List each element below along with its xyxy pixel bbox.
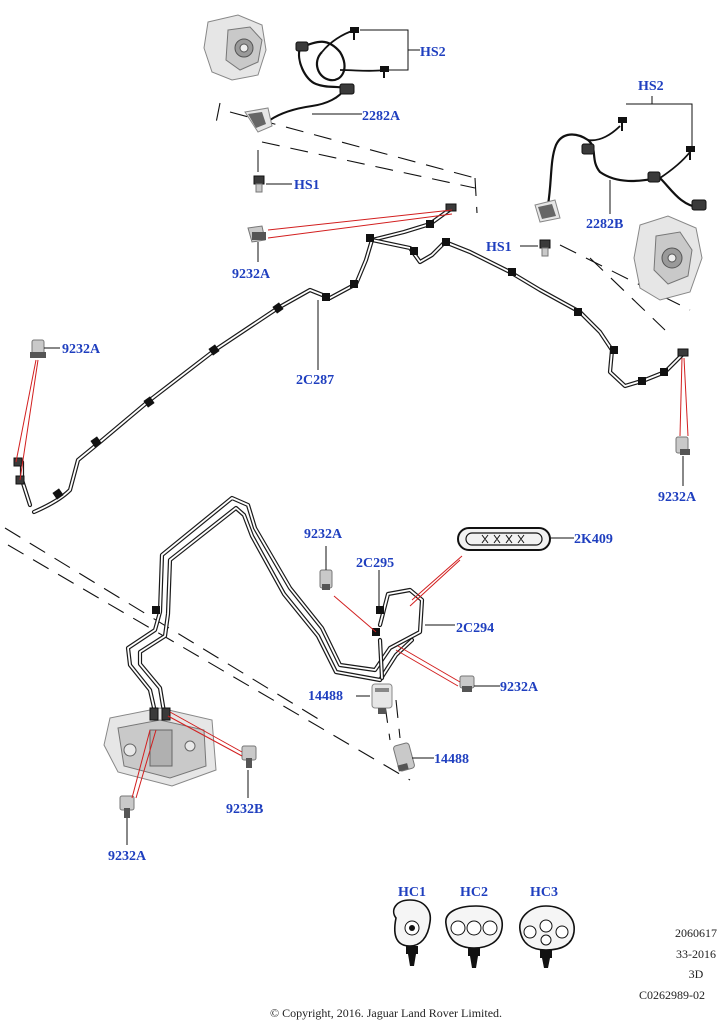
callout-2282a: 2282A	[362, 109, 401, 124]
leader-lines	[44, 29, 693, 845]
callout-2c295: 2C295	[356, 556, 394, 571]
red-leader-lines	[15, 209, 689, 799]
callout-9232a-hcu: 9232A	[108, 849, 147, 864]
bolt-hs1-left-image	[253, 175, 265, 193]
callout-hc1: HC1	[398, 885, 426, 900]
brake-pipe-2c287	[13, 203, 689, 515]
meta-date: 33-2016	[676, 947, 716, 961]
meta-view: 3D	[689, 967, 704, 981]
callout-2282b: 2282B	[586, 217, 623, 232]
callout-9232a-top: 9232A	[232, 267, 271, 282]
meta-code: 2060617	[675, 926, 717, 940]
callout-hs1-left: HS1	[294, 178, 320, 193]
valve-14488-lower	[393, 742, 415, 772]
callout-9232a-mid: 9232A	[304, 527, 343, 542]
callout-hs2-top: HS2	[420, 45, 446, 60]
callout-labels: HS2 2282A HS1 9232A 9232A 2C287 HS2 2282…	[62, 45, 697, 900]
diagram-metadata: 2060617 33-2016 3D C0262989-02	[639, 926, 717, 1002]
brake-pipe-2c294	[125, 495, 425, 715]
callout-9232a-lower: 9232A	[500, 680, 539, 695]
callout-hc2: HC2	[460, 885, 488, 900]
callout-14488-upper: 14488	[308, 689, 343, 704]
front-left-caliper-image	[203, 14, 267, 81]
clip-hc3	[519, 905, 575, 968]
clip-hs2-right-b	[686, 146, 695, 160]
valve-14488-upper	[371, 683, 393, 714]
clip-hc2	[445, 905, 503, 968]
callout-14488-lower: 14488	[434, 752, 469, 767]
abs-hydraulic-control-unit	[103, 707, 217, 787]
clip-hs2-right-a	[618, 117, 627, 131]
grommet-2k409	[457, 527, 551, 551]
callout-2c294: 2C294	[456, 621, 494, 636]
fitting-9232a-hcu	[119, 795, 135, 818]
fitting-9232a-lower	[459, 675, 475, 692]
callout-9232a-left: 9232A	[62, 342, 101, 357]
callout-hc3: HC3	[530, 885, 558, 900]
fitting-9232a-right	[675, 436, 690, 455]
fitting-9232b	[241, 745, 257, 768]
fitting-9232a-left	[30, 339, 46, 358]
front-right-caliper-image	[633, 215, 703, 301]
meta-ref: C0262989-02	[639, 988, 705, 1002]
wheel-speed-sensor-harness-2282b	[534, 125, 707, 223]
callout-hs1-right: HS1	[486, 240, 512, 255]
fitting-9232a-top	[247, 225, 266, 243]
copyright-notice: © Copyright, 2016. Jaguar Land Rover Lim…	[270, 1006, 502, 1020]
callout-2c287: 2C287	[296, 373, 334, 388]
callout-9232a-right: 9232A	[658, 490, 697, 505]
callout-hs2-right: HS2	[638, 79, 664, 94]
projection-lines	[4, 102, 691, 781]
fitting-9232a-mid	[319, 569, 333, 590]
bolt-hs1-right-image	[539, 239, 551, 257]
clip-hs2-top-b	[380, 66, 389, 78]
clip-hs2-top-a	[350, 27, 359, 40]
callout-2k409: 2K409	[574, 532, 613, 547]
brake-pipe-2c295	[377, 637, 385, 681]
clip-hc1	[392, 899, 432, 966]
wheel-speed-sensor-harness-2282a	[244, 29, 385, 133]
callout-9232b: 9232B	[226, 802, 263, 817]
